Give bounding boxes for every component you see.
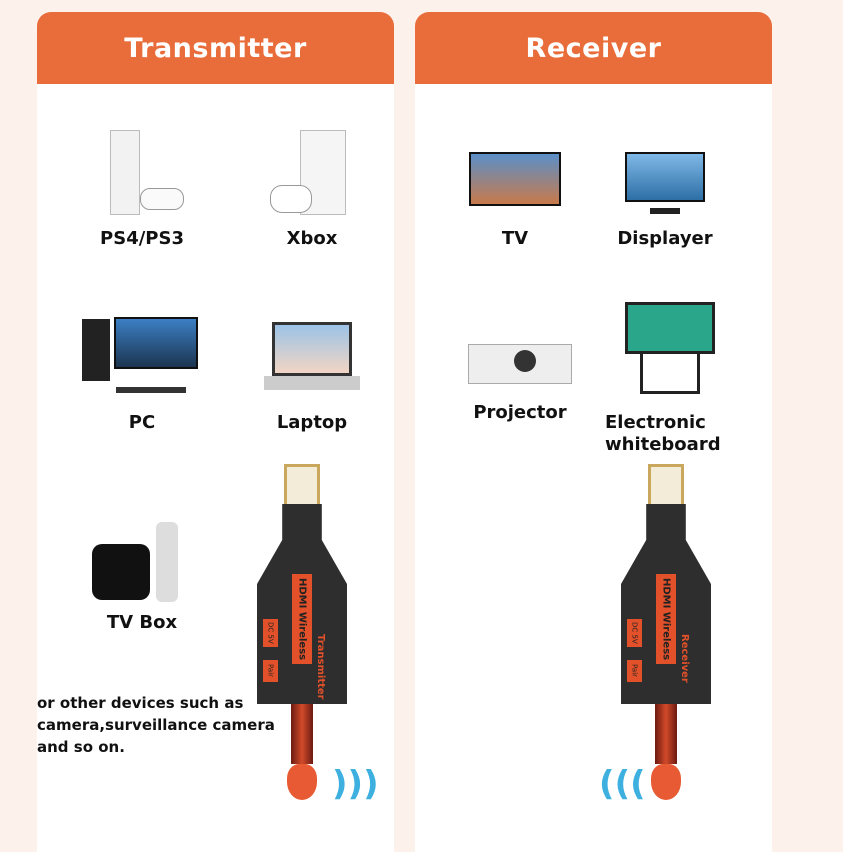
device-projector: Projector bbox=[445, 332, 595, 423]
dc-5v-port-label: DC 5V bbox=[627, 619, 642, 647]
hdmi-plug bbox=[648, 464, 684, 504]
device-laptop: Laptop bbox=[237, 317, 387, 433]
device-displayer: Displayer bbox=[590, 152, 740, 249]
wireless-wave-icon: ))) bbox=[332, 764, 379, 804]
laptop-icon bbox=[264, 317, 360, 402]
device-label: HDMI Wireless bbox=[292, 574, 312, 664]
receiver-header: Receiver bbox=[415, 12, 772, 84]
transmitter-device: HDMI Wireless Transmitter DC 5V Pair ))) bbox=[257, 464, 379, 844]
device-ps4: PS4/PS3 bbox=[67, 130, 217, 249]
pair-button: Pair bbox=[263, 660, 278, 682]
device-sublabel: Transmitter bbox=[315, 634, 326, 700]
transmitter-panel: Transmitter PS4/PS3 Xbox PC Laptop TV Bo… bbox=[37, 12, 394, 852]
whiteboard-icon bbox=[625, 302, 715, 402]
device-tv-box: TV Box bbox=[67, 522, 217, 633]
tv-box-icon bbox=[92, 522, 192, 602]
pair-button: Pair bbox=[627, 660, 642, 682]
monitor-icon bbox=[625, 152, 705, 218]
antenna bbox=[655, 704, 677, 764]
device-whiteboard: Electronic whiteboard bbox=[605, 302, 735, 456]
hdmi-plug bbox=[284, 464, 320, 504]
antenna-tip bbox=[287, 764, 317, 800]
transmitter-header: Transmitter bbox=[37, 12, 394, 84]
receiver-device: HDMI Wireless Receiver DC 5V Pair ))) bbox=[599, 464, 711, 844]
tv-icon bbox=[469, 152, 561, 218]
device-pc: PC bbox=[67, 317, 217, 433]
device-xbox: Xbox bbox=[237, 130, 387, 249]
device-tv: TV bbox=[440, 152, 590, 249]
receiver-panel: Receiver TV Displayer Projector Electron… bbox=[415, 12, 772, 852]
other-devices-note: or other devices such as camera,surveill… bbox=[37, 694, 275, 756]
device-sublabel: Receiver bbox=[679, 634, 690, 683]
console-icon bbox=[100, 130, 185, 218]
device-label: HDMI Wireless bbox=[656, 574, 676, 664]
console-icon bbox=[269, 130, 355, 218]
wireless-wave-icon: ))) bbox=[599, 764, 646, 804]
antenna-tip bbox=[651, 764, 681, 800]
pc-icon bbox=[82, 317, 202, 402]
projector-icon bbox=[468, 332, 572, 392]
dc-5v-port-label: DC 5V bbox=[263, 619, 278, 647]
antenna bbox=[291, 704, 313, 764]
